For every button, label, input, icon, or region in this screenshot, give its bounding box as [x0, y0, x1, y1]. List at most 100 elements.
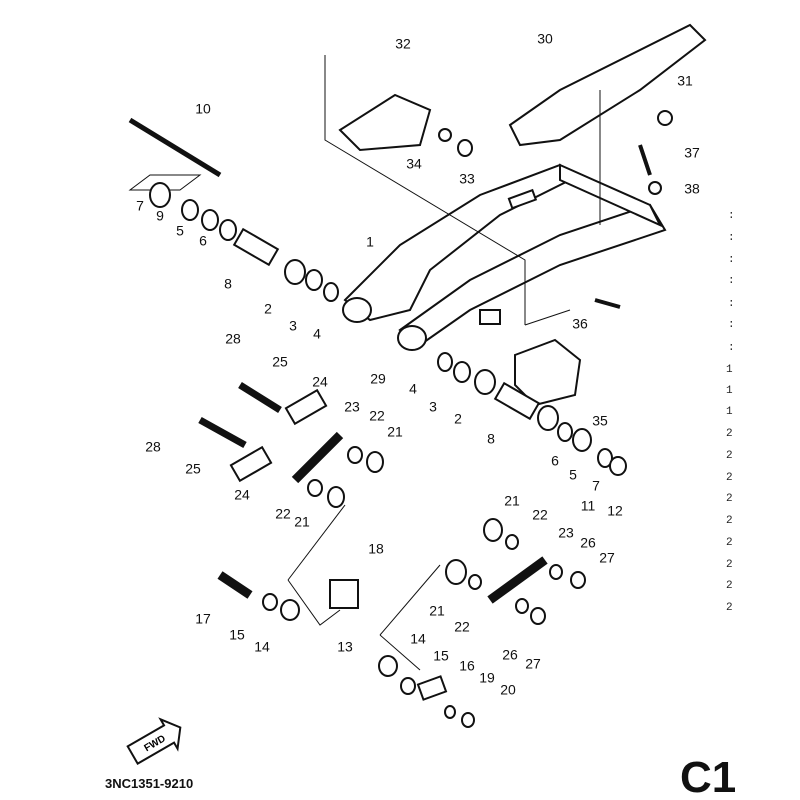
svg-text:1: 1 — [726, 364, 733, 376]
svg-text:1: 1 — [726, 406, 733, 418]
callout: 9 — [156, 208, 164, 224]
callout: 26 — [580, 535, 596, 551]
bolt — [594, 298, 621, 309]
svg-text::: : — [728, 232, 735, 244]
callout: 7 — [136, 198, 144, 214]
callout: 35 — [592, 413, 608, 429]
svg-text::: : — [728, 342, 735, 354]
callout: 16 — [459, 658, 475, 674]
svg-text:2: 2 — [726, 493, 733, 505]
callout: 30 — [537, 31, 553, 47]
callout: 22 — [532, 507, 548, 523]
callout: 14 — [254, 639, 270, 655]
callout: 27 — [525, 656, 541, 672]
callout: 21 — [294, 514, 310, 530]
callout: 34 — [406, 156, 422, 172]
callout: 22 — [275, 506, 291, 522]
leader-lines — [128, 55, 601, 671]
callout: 1 — [366, 234, 374, 250]
callout: 29 — [370, 371, 386, 387]
svg-text:2: 2 — [726, 580, 733, 592]
callout: 28 — [225, 331, 241, 347]
bolt — [238, 382, 282, 413]
callout: 21 — [504, 493, 520, 509]
svg-text::: : — [728, 298, 735, 310]
page-label: C1 — [680, 753, 736, 800]
svg-text:2: 2 — [726, 428, 733, 440]
callout: 10 — [195, 101, 211, 117]
callout: 5 — [176, 223, 184, 239]
callout: 23 — [558, 525, 574, 541]
clipped-index-column: : : : : : : : 1 1 1 2 2 2 2 2 2 2 2 2 — [726, 210, 735, 614]
svg-text:2: 2 — [726, 472, 733, 484]
callout: 28 — [145, 439, 161, 455]
callout: 7 — [592, 478, 600, 494]
callout: 12 — [607, 503, 623, 519]
callout: 18 — [368, 541, 384, 557]
callout: 38 — [684, 181, 700, 197]
callout: 17 — [195, 611, 211, 627]
svg-text::: : — [728, 275, 735, 287]
bolt — [198, 416, 247, 449]
callout: 8 — [224, 276, 232, 292]
svg-text::: : — [728, 210, 735, 222]
callout: 24 — [234, 487, 250, 503]
callout: 3 — [289, 318, 297, 334]
callout: 31 — [677, 73, 693, 89]
callout: 3 — [429, 399, 437, 415]
swingarm — [342, 163, 667, 351]
callout: 13 — [337, 639, 353, 655]
callout: 25 — [272, 354, 288, 370]
callout: 27 — [599, 550, 615, 566]
svg-text:2: 2 — [726, 450, 733, 462]
callout: 20 — [500, 682, 516, 698]
svg-text:2: 2 — [726, 602, 733, 614]
callout: 4 — [409, 381, 417, 397]
svg-text::: : — [728, 319, 735, 331]
washers — [149, 110, 673, 728]
callout: 2 — [264, 301, 272, 317]
callout: 24 — [312, 374, 328, 390]
callout: 6 — [551, 453, 559, 469]
callout: 14 — [410, 631, 426, 647]
callout: 2 — [454, 411, 462, 427]
callout: 37 — [684, 145, 700, 161]
callout: 22 — [369, 408, 385, 424]
callout: 21 — [429, 603, 445, 619]
svg-text:2: 2 — [726, 515, 733, 527]
callout: 8 — [487, 431, 495, 447]
callout: 15 — [229, 627, 245, 643]
svg-text:1: 1 — [726, 385, 733, 397]
callout: 33 — [459, 171, 475, 187]
callout-labels: 32 30 31 10 37 38 34 33 7 9 5 6 8 1 2 3 … — [136, 31, 700, 698]
svg-text:2: 2 — [726, 537, 733, 549]
diagram-code: 3NC1351-9210 — [105, 776, 193, 791]
svg-text:2: 2 — [726, 559, 733, 571]
pivot-shaft — [128, 117, 222, 178]
callout: 36 — [572, 316, 588, 332]
callout: 11 — [581, 498, 596, 514]
callout: 32 — [395, 36, 411, 52]
callout: 4 — [313, 326, 321, 342]
chain-guard — [508, 23, 707, 147]
callout: 23 — [344, 399, 360, 415]
callout: 15 — [433, 648, 449, 664]
bolt — [217, 571, 253, 599]
bolt — [638, 144, 652, 176]
callout: 26 — [502, 647, 518, 663]
link-plate — [291, 431, 344, 484]
callout: 25 — [185, 461, 201, 477]
callout: 6 — [199, 233, 207, 249]
callout: 5 — [569, 467, 577, 483]
fwd-arrow-icon: FWD — [126, 717, 182, 766]
callout: 21 — [387, 424, 403, 440]
chain-guide — [514, 338, 582, 407]
callout: 19 — [479, 670, 495, 686]
callout: 22 — [454, 619, 470, 635]
link-plate — [487, 556, 548, 604]
spacers — [229, 227, 541, 701]
svg-text::: : — [728, 254, 735, 266]
chain-slider — [338, 93, 432, 152]
